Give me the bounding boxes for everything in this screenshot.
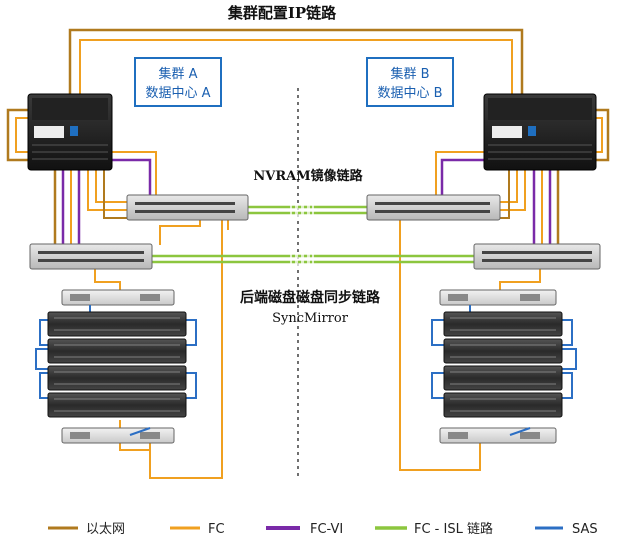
cluster-b-label-box: 集群 B 数据中心 B [366,57,454,107]
fc-sas-bridge-a-top [61,289,175,306]
fc-sas-bridge-b-top [439,289,557,306]
cluster-b-name: 集群 B [390,66,429,82]
legend-label-fcvi: FC-VI [310,522,343,537]
syncmirror-label: SyncMirror [272,311,349,326]
fc-switch-a-top [126,194,249,221]
ethernet-links [6,28,610,162]
disk-shelves-a [47,311,187,418]
controller-b-cabling [399,151,560,471]
legend-item-sas: SAS [535,522,598,537]
legend-label-sas: SAS [572,522,598,537]
controller-b [483,93,597,171]
legend-item-isl: FC - ISL 链路 [375,521,493,537]
fc-switch-a-bottom [29,243,153,270]
legend-item-fcvi: FC-VI [266,522,343,537]
backend-sync-label: 后端磁盘磁盘同步链路 [240,289,381,306]
fc-switch-b-top [366,194,501,221]
cluster-a-name: 集群 A [158,66,197,82]
fc-sas-bridge-a-bottom [61,427,175,444]
legend-item-fc: FC [170,522,225,537]
fc-switch-b-bottom [473,243,601,270]
nvram-link-label: NVRAM镜像链路 [253,168,363,184]
cluster-a-label-box: 集群 A 数据中心 A [134,57,222,107]
fc-isl-links [152,203,474,266]
sas-links-b [431,305,577,436]
controller-a-cabling [53,151,229,479]
cluster-b-datacenter: 数据中心 B [377,86,442,101]
sas-links-a [35,305,197,436]
fc-sas-bridge-b-bottom [439,427,557,444]
legend-item-ethernet: 以太网 [48,522,125,537]
legend: 以太网 FC FC-VI FC - ISL 链路 SAS [48,521,598,537]
legend-label-ethernet: 以太网 [86,522,125,537]
controller-a [27,93,113,171]
legend-label-isl: FC - ISL 链路 [414,521,493,537]
disk-shelves-b [443,311,563,418]
diagram-title: 集群配置IP链路 [227,4,337,22]
cluster-a-datacenter: 数据中心 A [145,86,210,101]
legend-label-fc: FC [208,522,225,537]
